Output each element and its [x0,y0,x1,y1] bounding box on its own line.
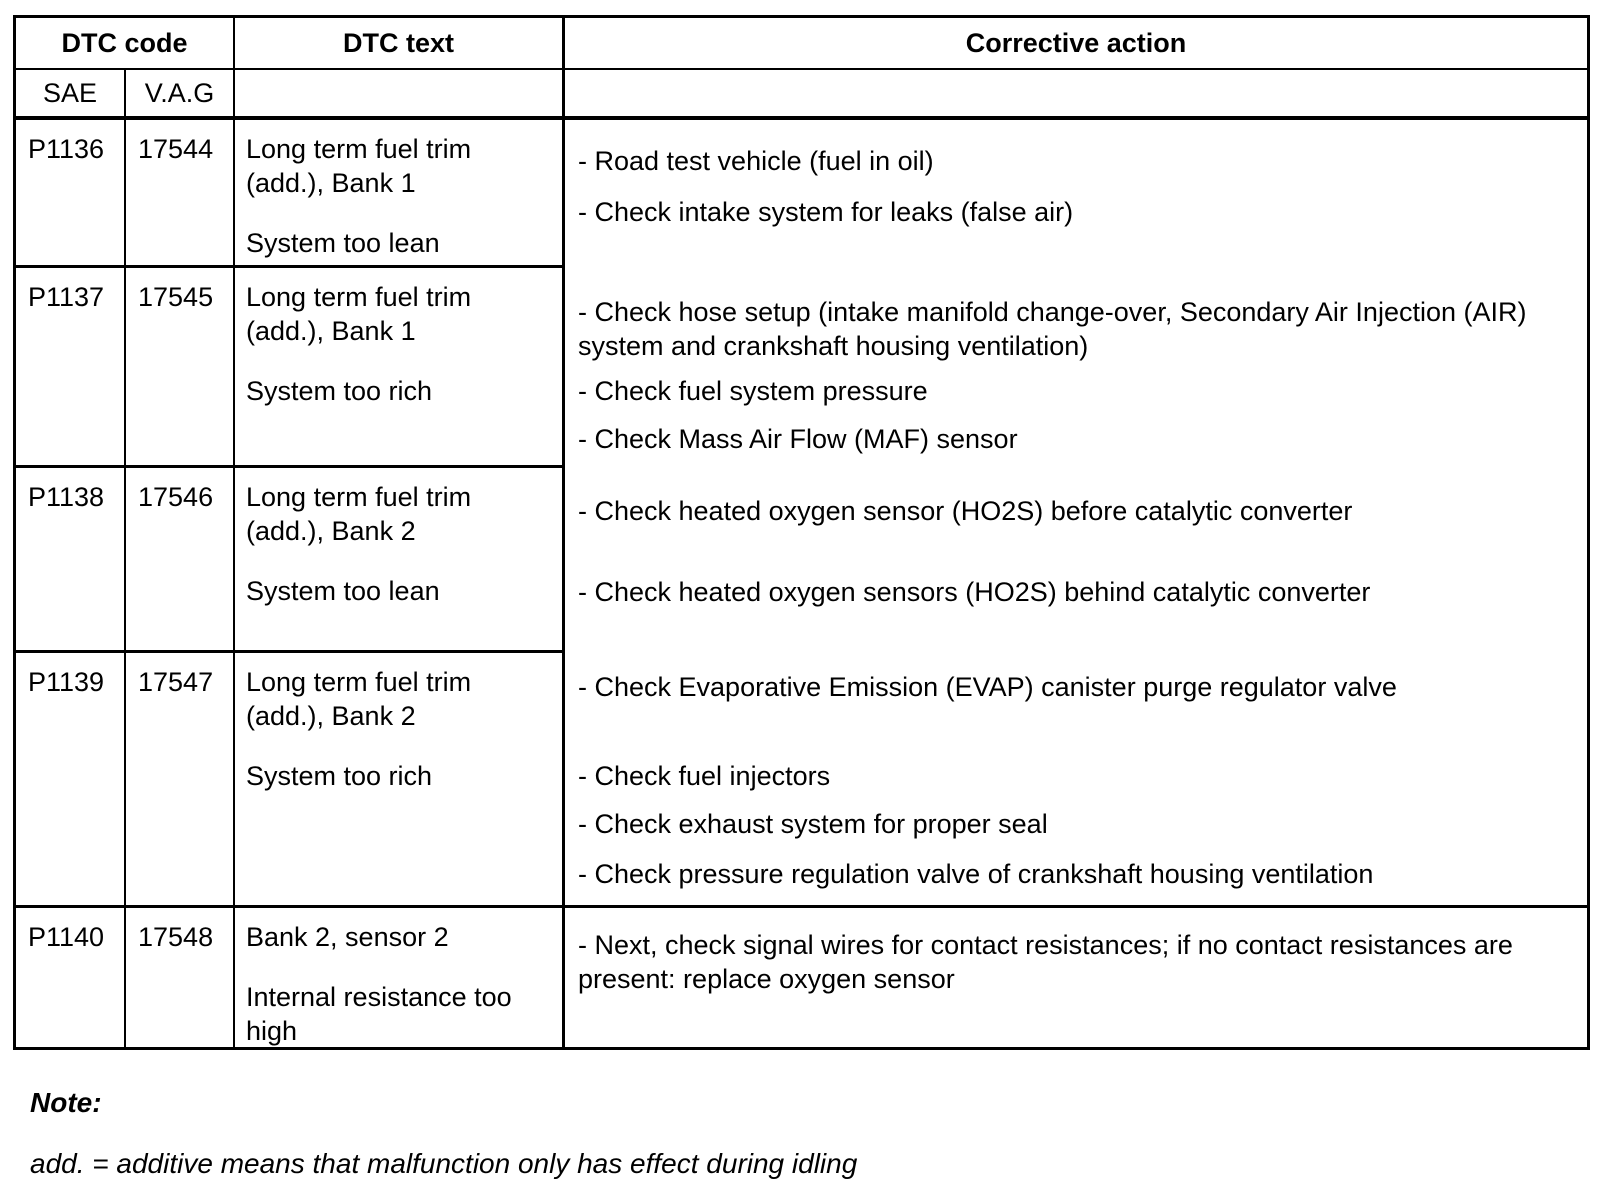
action-item: - Next, check signal wires for contact r… [578,930,1513,994]
action-item: - Check heated oxygen sensors (HO2S) beh… [578,577,1371,607]
vag-code: 17548 [138,922,214,952]
sae-code: P1137 [28,282,105,312]
dtc-description: Bank 2, sensor 2 [246,920,552,954]
action-item: - Check Mass Air Flow (MAF) sensor [578,424,1018,454]
action-item: - Check fuel injectors [578,761,831,791]
subheader-vag: V.A.G [126,70,235,120]
sae-code: P1136 [28,134,105,164]
table-row-p1136-sae: P1136 [16,120,126,268]
desc-line1: Long term fuel trim [246,482,472,512]
dtc-description: Long term fuel trim (add.), Bank 2 [246,665,552,733]
desc-line1: Bank 2, sensor 2 [246,922,449,952]
note-body: add. = additive means that malfunction o… [30,1148,858,1179]
table-row-p1137-sae: P1137 [16,268,126,468]
table-row-p1139-vag: 17547 [126,653,235,908]
action-item: - Check pressure regulation valve of cra… [578,859,1374,889]
subheader-empty-dtc-text [235,70,565,120]
corrective-actions-merged-cell: - Road test vehicle (fuel in oil) - Chec… [565,120,1587,908]
action-item: - Check fuel system pressure [578,376,928,406]
dtc-status: System too rich [246,376,433,406]
table-row-p1140-sae: P1140 [16,908,126,1047]
header-corrective-action-label: Corrective action [965,28,1187,58]
table-row-p1140-desc: Bank 2, sensor 2 Internal resistance too… [235,908,565,1047]
header-corrective-action: Corrective action [565,18,1587,70]
desc-line2: (add.), Bank 2 [246,701,416,731]
sae-code: P1139 [28,667,105,697]
table-row-p1140-corrective-action: - Next, check signal wires for contact r… [565,908,1587,1047]
dtc-description: Long term fuel trim (add.), Bank 2 [246,480,552,548]
action-item: - Check heated oxygen sensor (HO2S) befo… [578,496,1353,526]
table-row-p1140-vag: 17548 [126,908,235,1047]
table-row-p1137-desc: Long term fuel trim (add.), Bank 1 System… [235,268,565,468]
vag-code: 17546 [138,482,214,512]
desc-line2: (add.), Bank 2 [246,516,416,546]
desc-line1: Long term fuel trim [246,134,472,164]
action-item: - Check exhaust system for proper seal [578,809,1048,839]
dtc-description: Long term fuel trim (add.), Bank 1 [246,280,552,348]
table-row-p1137-vag: 17545 [126,268,235,468]
vag-code: 17545 [138,282,214,312]
table-row-p1136-vag: 17544 [126,120,235,268]
vag-code: 17544 [138,134,214,164]
subheader-vag-label: V.A.G [144,78,215,108]
desc-line1: Long term fuel trim [246,667,472,697]
dtc-status: Internal resistance too high [246,982,512,1046]
action-item: - Check Evaporative Emission (EVAP) cani… [578,672,1397,702]
table-row-p1139-desc: Long term fuel trim (add.), Bank 2 System… [235,653,565,908]
subheader-sae-label: SAE [42,78,98,108]
dtc-table: DTC code DTC text Corrective action SAE … [13,15,1590,1050]
vag-code: 17547 [138,667,214,697]
table-row-p1139-sae: P1139 [16,653,126,908]
dtc-status: System too lean [246,576,440,606]
desc-line1: Long term fuel trim [246,282,472,312]
sae-code: P1138 [28,482,105,512]
note-title: Note: [30,1087,102,1118]
table-row-p1138-sae: P1138 [16,468,126,653]
header-dtc-text: DTC text [235,18,565,70]
dtc-status: System too rich [246,761,433,791]
subheader-empty-corrective [565,70,1587,120]
dtc-description: Long term fuel trim (add.), Bank 1 [246,132,552,200]
header-dtc-code: DTC code [16,18,235,70]
subheader-sae: SAE [16,70,126,120]
table-row-p1136-desc: Long term fuel trim (add.), Bank 1 System… [235,120,565,268]
action-item: - Road test vehicle (fuel in oil) [578,146,934,176]
header-dtc-code-label: DTC code [61,28,188,58]
dtc-status: System too lean [246,228,440,258]
header-dtc-text-label: DTC text [342,28,454,58]
note-block: Note: add. = additive means that malfunc… [30,1086,857,1181]
table-row-p1138-desc: Long term fuel trim (add.), Bank 2 System… [235,468,565,653]
table-row-p1138-vag: 17546 [126,468,235,653]
sae-code: P1140 [28,922,105,952]
desc-line2: (add.), Bank 1 [246,168,416,198]
action-item: - Check hose setup (intake manifold chan… [578,297,1527,361]
desc-line2: (add.), Bank 1 [246,316,416,346]
action-item: - Check intake system for leaks (false a… [578,197,1074,227]
